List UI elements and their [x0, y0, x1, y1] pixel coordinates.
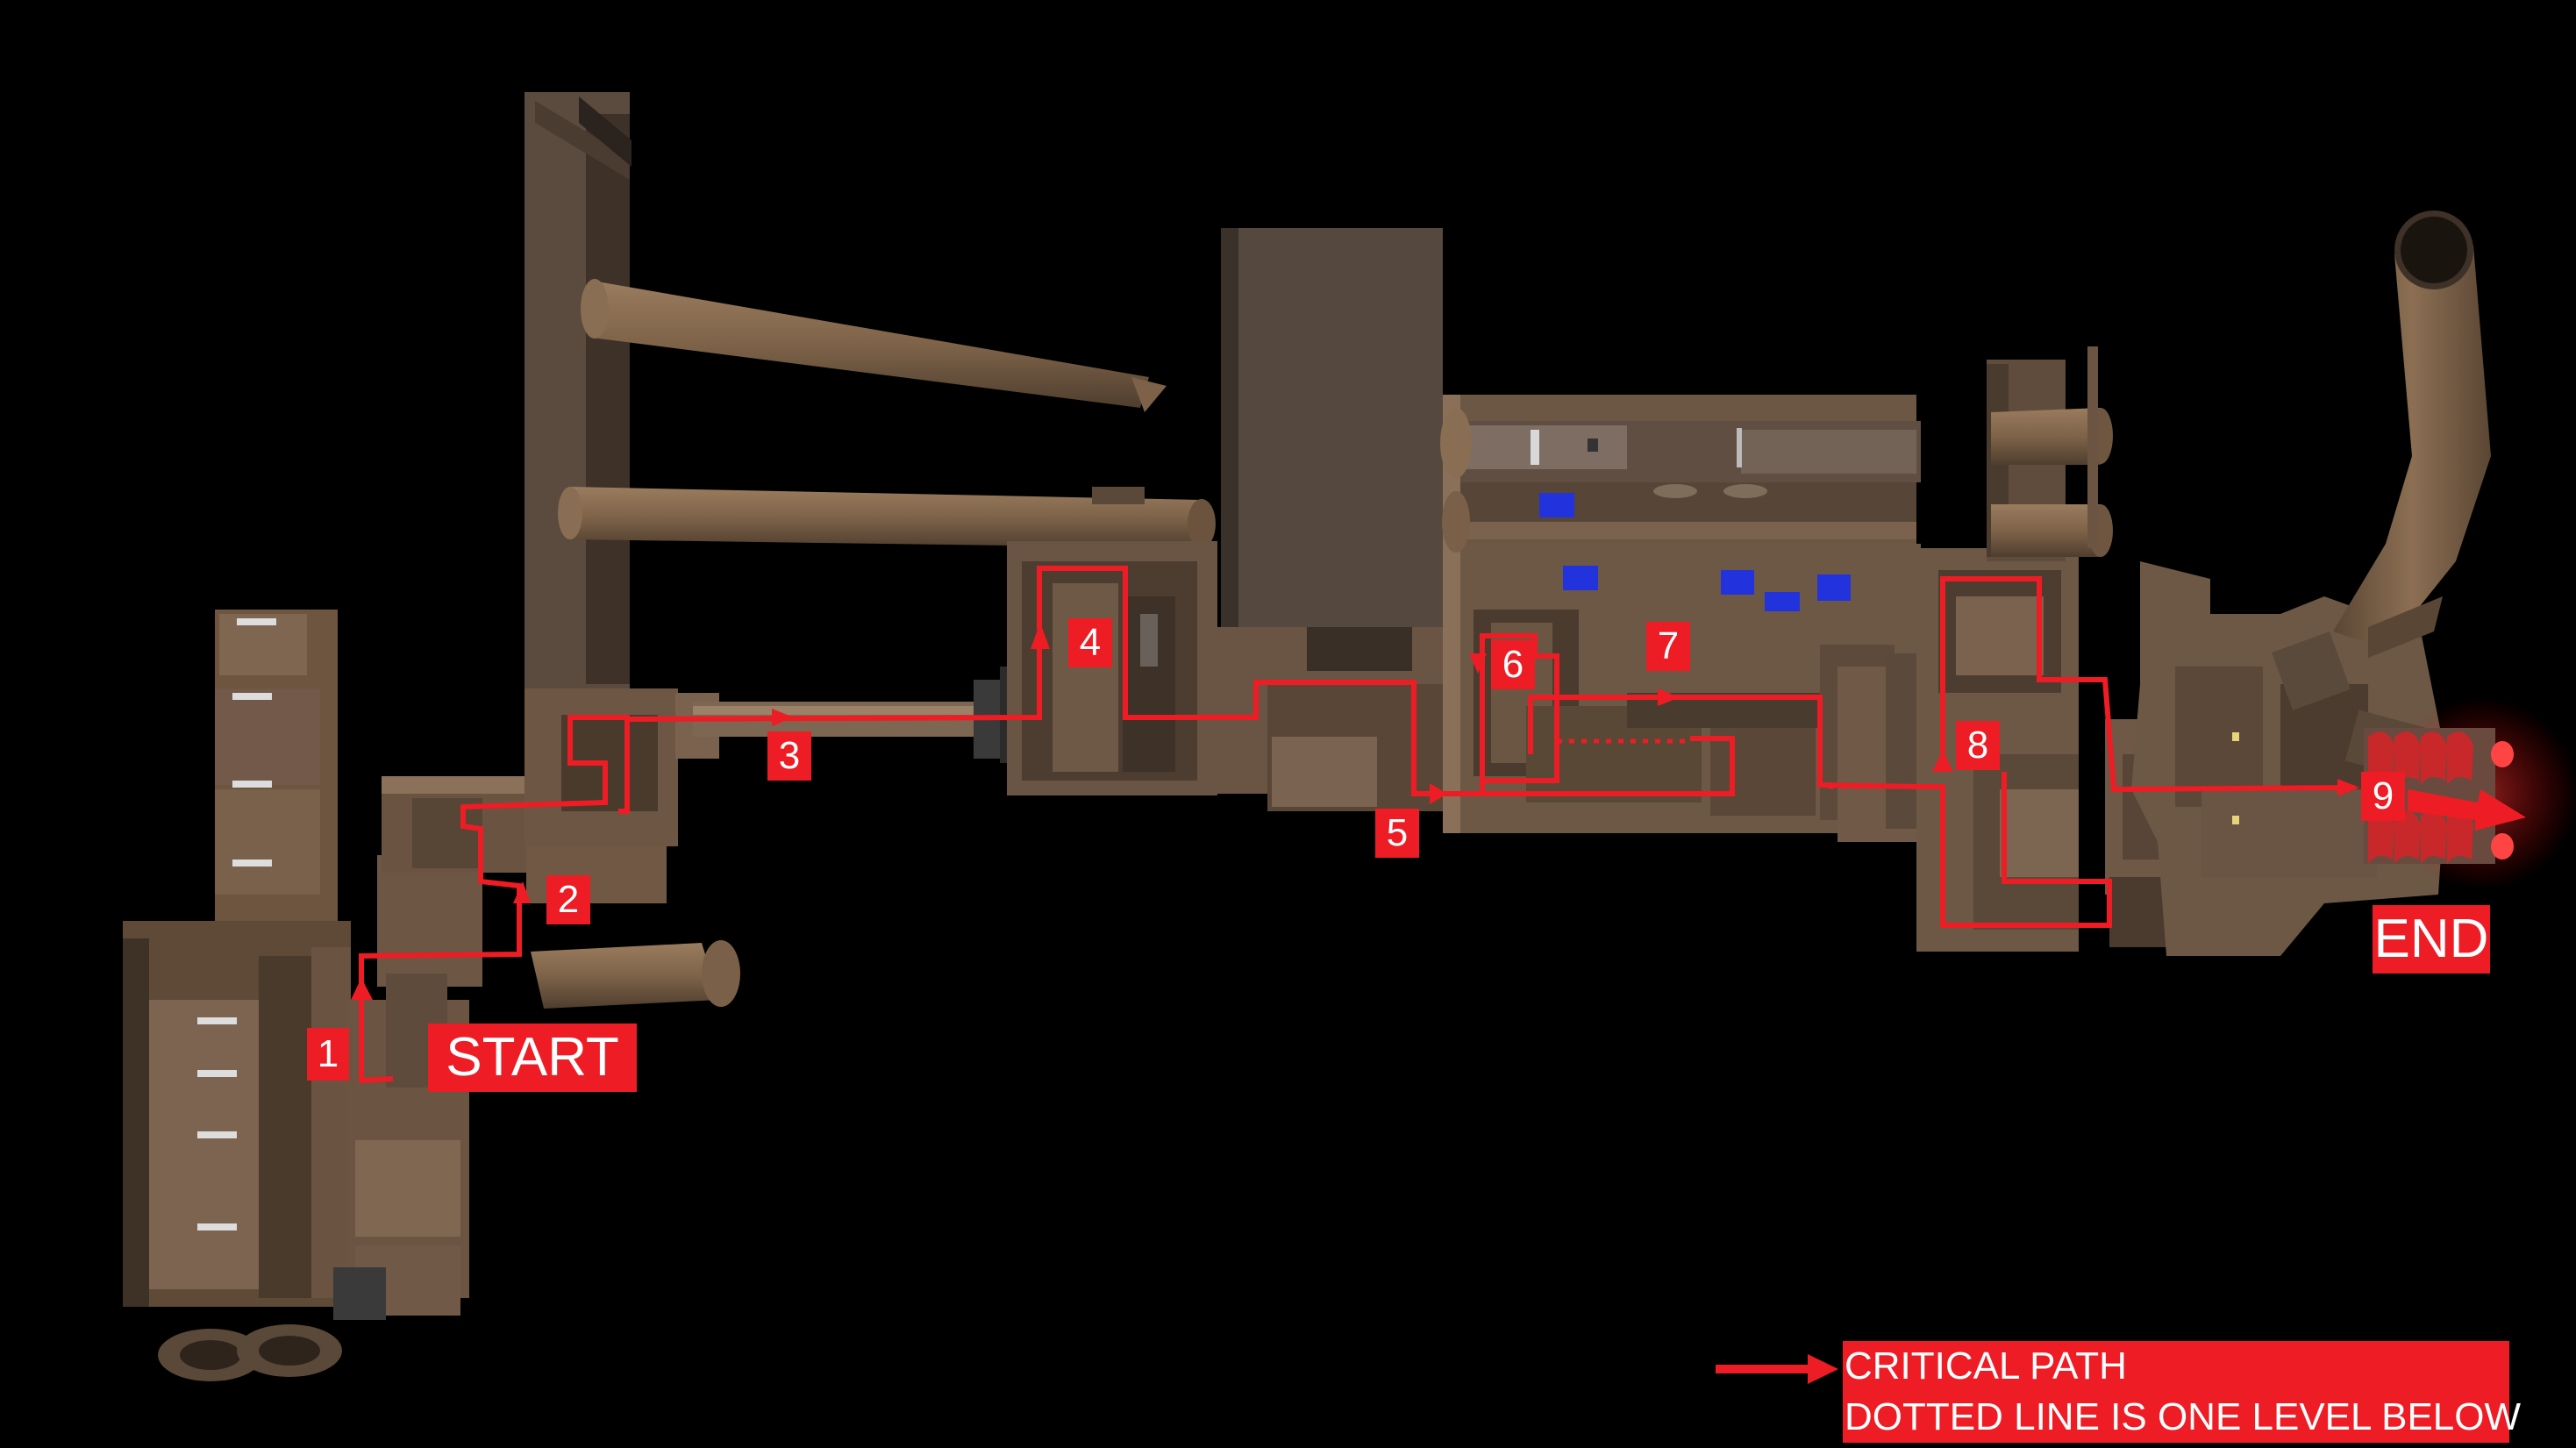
marker-5: 5 — [1375, 809, 1419, 858]
path-arrows — [351, 623, 2359, 1000]
start-label: START — [428, 1024, 637, 1092]
curved-end-pipe — [2333, 210, 2491, 658]
start-pipe — [531, 940, 740, 1009]
legend-dotted-line: DOTTED LINE IS ONE LEVEL BELOW — [1845, 1395, 2522, 1438]
marker-7: 7 — [1646, 622, 1690, 671]
marker-1: 1 — [307, 1028, 349, 1081]
legend-box: CRITICAL PATH DOTTED LINE IS ONE LEVEL B… — [1843, 1341, 2522, 1443]
end-label: END — [2373, 905, 2490, 974]
legend-arrow-icon — [1716, 1354, 1838, 1384]
exit-arrow — [2408, 789, 2526, 831]
legend: CRITICAL PATH DOTTED LINE IS ONE LEVEL B… — [1716, 1341, 2576, 1444]
upper-right-pipes — [1987, 346, 2113, 561]
legend-critical-path: CRITICAL PATH — [1845, 1345, 2127, 1387]
marker-9: 9 — [2361, 772, 2405, 821]
tall-column — [524, 92, 632, 688]
marker-2: 2 — [546, 875, 590, 924]
marker-8: 8 — [1956, 721, 2000, 770]
central-tower — [1221, 228, 1443, 631]
long-pipes — [558, 279, 1216, 548]
left-tower — [123, 610, 482, 1381]
marker-6: 6 — [1491, 640, 1535, 689]
monitors — [1539, 484, 1851, 611]
marker-3: 3 — [767, 731, 811, 781]
marker-4: 4 — [1068, 618, 1112, 667]
dotted-path — [1557, 738, 1934, 789]
